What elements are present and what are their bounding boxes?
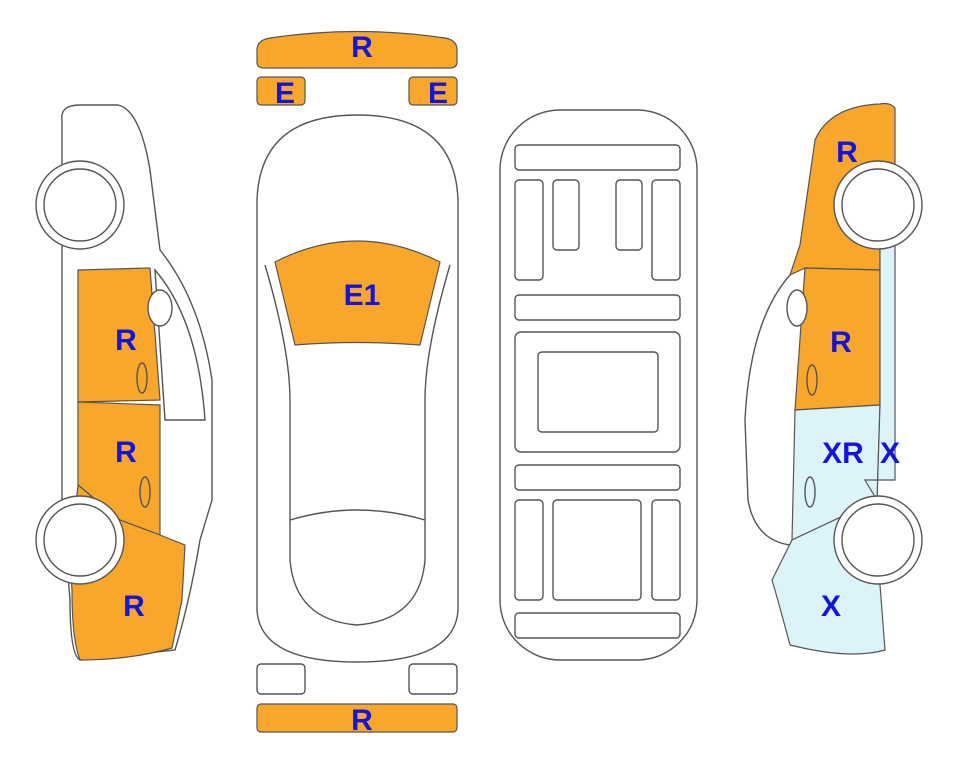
left-front-wheel: [35, 160, 125, 250]
right-headlight-panel[interactable]: [408, 76, 458, 106]
underbody-view: [499, 109, 698, 661]
label-front-bumper: R: [351, 31, 373, 64]
label-right-rear-quarter: X: [821, 590, 841, 623]
left-side-view: R R R: [35, 104, 213, 661]
rear-bumper-panel[interactable]: [256, 703, 458, 733]
right-rear-wheel: [833, 495, 923, 585]
label-right-headlight: E: [428, 77, 448, 110]
label-right-front-fender: R: [836, 136, 858, 169]
label-left-rear-quarter: R: [123, 590, 145, 623]
label-left-rear-door: R: [115, 436, 137, 469]
left-rear-wheel: [35, 495, 125, 585]
right-front-wheel: [833, 160, 923, 250]
label-left-headlight: E: [275, 77, 295, 110]
label-right-rear-door: XR: [822, 437, 864, 470]
left-headlight-panel[interactable]: [256, 76, 306, 106]
label-right-rocker: X: [880, 437, 900, 470]
top-view: R E E E1 R: [256, 30, 459, 737]
front-bumper-panel[interactable]: [256, 30, 458, 69]
label-right-front-door: R: [830, 326, 852, 359]
left-front-door-panel[interactable]: [77, 267, 161, 403]
right-side-view: R R XR X X: [744, 102, 923, 655]
label-left-front-door: R: [115, 324, 137, 357]
label-rear-bumper: R: [351, 704, 373, 737]
label-windshield: E1: [344, 279, 381, 312]
windshield-panel[interactable]: [274, 240, 441, 346]
